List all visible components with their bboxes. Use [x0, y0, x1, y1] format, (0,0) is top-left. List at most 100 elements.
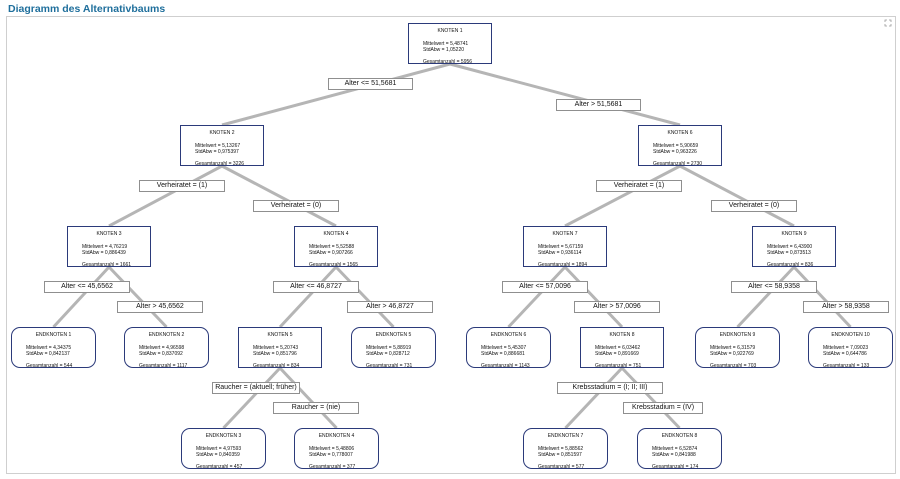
node-title: ENDKNOTEN 10: [831, 332, 870, 338]
split-condition-label: Verheiratet = (1): [139, 180, 225, 192]
node-mean: Mittelwert = 5,52588: [309, 244, 355, 250]
node-mean: Mittelwert = 5,88919: [366, 345, 412, 351]
tree-edge: [679, 164, 795, 228]
node-title: KNOTEN 7: [552, 231, 578, 237]
node-std: StdAbw = 0,975397: [195, 149, 239, 156]
node-mean: Mittelwert = 6,31579: [710, 345, 756, 351]
node-std: StdAbw = 1,05220: [423, 47, 465, 54]
tree-edge: [278, 265, 338, 329]
node-total: Gesamtanzahl = 1894: [538, 261, 588, 267]
tree-edge: [222, 366, 282, 430]
node-mean: Mittelwert = 5,90659: [653, 143, 699, 149]
node-total: Gesamtanzahl = 834: [253, 362, 300, 368]
split-condition-label: Alter > 45,6562: [117, 301, 203, 313]
node-total: Gesamtanzahl = 174: [652, 463, 699, 469]
node-title: KNOTEN 3: [96, 231, 122, 237]
node-mean: Mittelwert = 5,67159: [538, 244, 584, 250]
node-std: StdAbw = 0,778007: [309, 452, 353, 459]
expand-icon[interactable]: [884, 19, 892, 27]
node-mean: Mittelwert = 4,97593: [196, 446, 242, 452]
node-title: ENDKNOTEN 8: [661, 433, 698, 439]
node-total: Gesamtanzahl = 731: [366, 362, 413, 368]
tree-edge: [221, 62, 451, 127]
tree-edge: [108, 164, 223, 228]
split-condition-label: Alter <= 45,6562: [44, 281, 130, 293]
node-std: StdAbw = 0,828712: [366, 351, 410, 358]
node-std: StdAbw = 0,644786: [823, 351, 867, 358]
tree-edge: [564, 366, 624, 430]
node-total: Gesamtanzahl = 3226: [195, 160, 245, 166]
node-std: StdAbw = 0,851597: [538, 452, 582, 459]
tree-edge: [564, 164, 681, 228]
node-mean: Mittelwert = 5,13267: [195, 143, 241, 149]
node-title: ENDKNOTEN 6: [490, 332, 527, 338]
split-condition-label: Krebsstadium = (IV): [623, 402, 703, 414]
node-std: StdAbw = 0,851796: [253, 351, 297, 358]
tree-edges: [52, 62, 852, 430]
node-std: StdAbw = 0,840359: [196, 452, 240, 459]
tree-edge: [620, 366, 681, 430]
node-mean: Mittelwert = 5,45307: [481, 345, 527, 351]
split-condition-label: Alter > 51,5681: [556, 99, 641, 111]
node-total: Gesamtanzahl = 1661: [82, 261, 132, 267]
node-std: StdAbw = 0,907266: [309, 250, 353, 257]
node-std: StdAbw = 0,922769: [710, 351, 754, 358]
node-std: StdAbw = 0,837092: [139, 351, 183, 358]
node-title: ENDKNOTEN 3: [205, 433, 242, 439]
node-total: Gesamtanzahl = 5956: [423, 58, 473, 64]
node-title: ENDKNOTEN 5: [375, 332, 412, 338]
node-total: Gesamtanzahl = 1565: [309, 261, 359, 267]
split-condition-label: Alter <= 58,9358: [731, 281, 817, 293]
node-title: ENDKNOTEN 2: [148, 332, 185, 338]
node-mean: Mittelwert = 5,20743: [253, 345, 299, 351]
node-mean: Mittelwert = 7,09023: [823, 345, 869, 351]
split-condition-label: Alter <= 46,8727: [273, 281, 359, 293]
node-title: ENDKNOTEN 9: [719, 332, 756, 338]
node-std: StdAbw = 0,886439: [82, 250, 126, 257]
node-mean: Mittelwert = 4,76219: [82, 244, 128, 250]
tree-edge: [221, 164, 337, 228]
node-std: StdAbw = 0,873513: [767, 250, 811, 257]
tree-edge: [52, 265, 111, 329]
split-condition-label: Verheiratet = (0): [711, 200, 797, 212]
split-condition-label: Alter > 46,8727: [347, 301, 433, 313]
node-title: ENDKNOTEN 4: [318, 433, 355, 439]
node-mean: Mittelwert = 5,88562: [538, 446, 584, 452]
node-std: StdAbw = 0,936114: [538, 250, 582, 257]
split-condition-label: Alter > 57,0096: [574, 301, 660, 313]
node-total: Gesamtanzahl = 703: [710, 362, 757, 368]
node-title: KNOTEN 6: [667, 130, 693, 136]
page-title: Diagramm des Alternativbaums: [8, 3, 166, 15]
split-condition-label: Raucher = (aktuell; früher): [212, 382, 300, 394]
node-title: KNOTEN 4: [323, 231, 349, 237]
tree-edge: [334, 265, 395, 329]
node-mean: Mittelwert = 6,03462: [595, 345, 641, 351]
node-std: StdAbw = 0,886681: [481, 351, 525, 358]
node-total: Gesamtanzahl = 577: [538, 463, 585, 469]
split-condition-label: Alter <= 51,5681: [328, 78, 413, 90]
node-title: ENDKNOTEN 1: [35, 332, 72, 338]
node-total: Gesamtanzahl = 751: [595, 362, 642, 368]
tree-edge: [792, 265, 852, 329]
node-title: ENDKNOTEN 7: [547, 433, 584, 439]
